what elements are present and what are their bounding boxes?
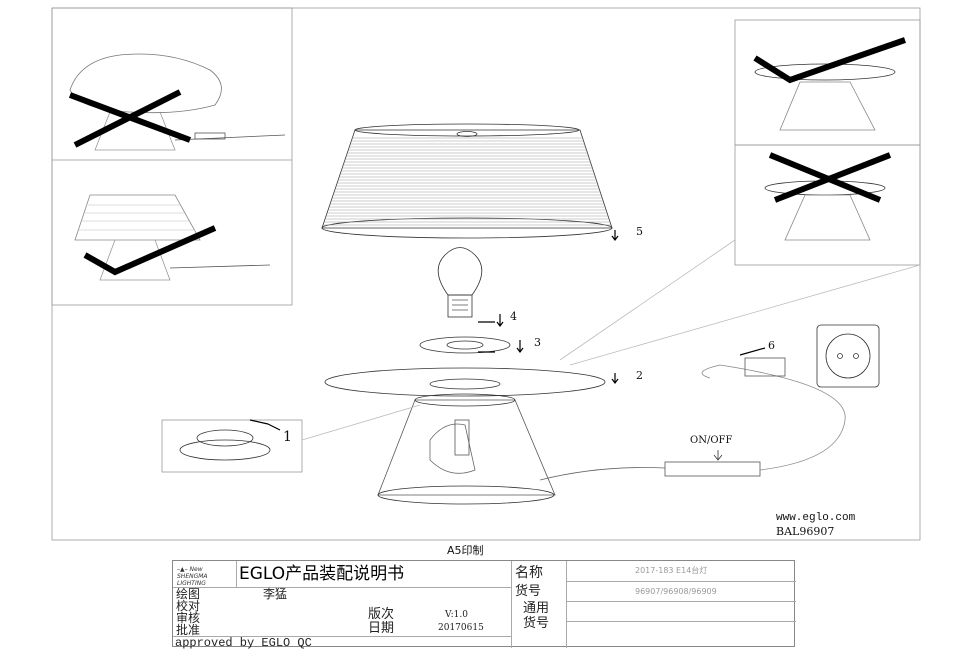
approved-by: approved by EGLO QC [175, 636, 312, 650]
reviewed-label: 审核 [176, 611, 201, 625]
logo: –▲– New SHENGMA LIGHTING [177, 566, 208, 587]
check-icon [753, 37, 906, 84]
step-5-label: 5 [636, 225, 643, 238]
bulb [437, 247, 483, 318]
power-cord [539, 324, 880, 481]
title-block: –▲– New SHENGMA LIGHTING EGLO产品装配说明书 名称 … [172, 560, 796, 650]
left-panel [51, 7, 293, 306]
lamp-base [377, 393, 556, 505]
cross-icon [768, 152, 892, 203]
name-value: 2017-183 E14台灯 [635, 566, 708, 575]
website: www.eglo.com [776, 512, 856, 524]
step-arrows [249, 230, 766, 431]
step-2-label: 2 [636, 369, 643, 382]
general-label-1: 通用 [523, 601, 550, 616]
step-3-label: 3 [534, 336, 541, 349]
drawing-frame [51, 7, 921, 541]
item-no-label: 货号 [515, 584, 542, 599]
item-no-value: 96907/96908/96909 [635, 587, 717, 596]
inline-switch [664, 461, 761, 477]
print-size: A5印制 [447, 544, 484, 557]
correct-lamp-example [74, 194, 271, 281]
ring-nut [419, 336, 511, 354]
step-1-label: 1 [283, 429, 292, 445]
check-icon [83, 225, 217, 276]
step-6-label: 6 [768, 339, 775, 352]
version-value: V:1.0 [445, 610, 468, 620]
cross-icon [68, 89, 192, 148]
logo-text: New SHENGMA LIGHTING [177, 566, 208, 587]
wrong-lamp-example [68, 53, 286, 151]
detail-callout [161, 404, 421, 473]
date-label: 日期 [368, 621, 395, 636]
general-label-2: 货号 [523, 616, 550, 631]
model-code: BAL96907 [776, 525, 835, 538]
lamp-shade [321, 123, 613, 239]
version-label: 版次 [368, 607, 395, 622]
right-panel-wrong [734, 144, 921, 266]
step-4-label: 4 [510, 310, 517, 323]
right-panel-correct [734, 19, 921, 146]
date-value: 20170615 [438, 623, 484, 633]
document-title: EGLO产品装配说明书 [239, 564, 405, 584]
name-label: 名称 [515, 565, 543, 581]
approved-label: 批准 [176, 623, 201, 637]
glass-plate [324, 367, 606, 397]
drawn-label: 绘图 [176, 587, 201, 601]
switch-label: ON/OFF [690, 435, 733, 446]
checked-label: 校对 [176, 599, 201, 613]
drawn-value: 李猛 [263, 587, 288, 601]
plug [744, 357, 786, 377]
wall-socket-icon [816, 324, 880, 388]
